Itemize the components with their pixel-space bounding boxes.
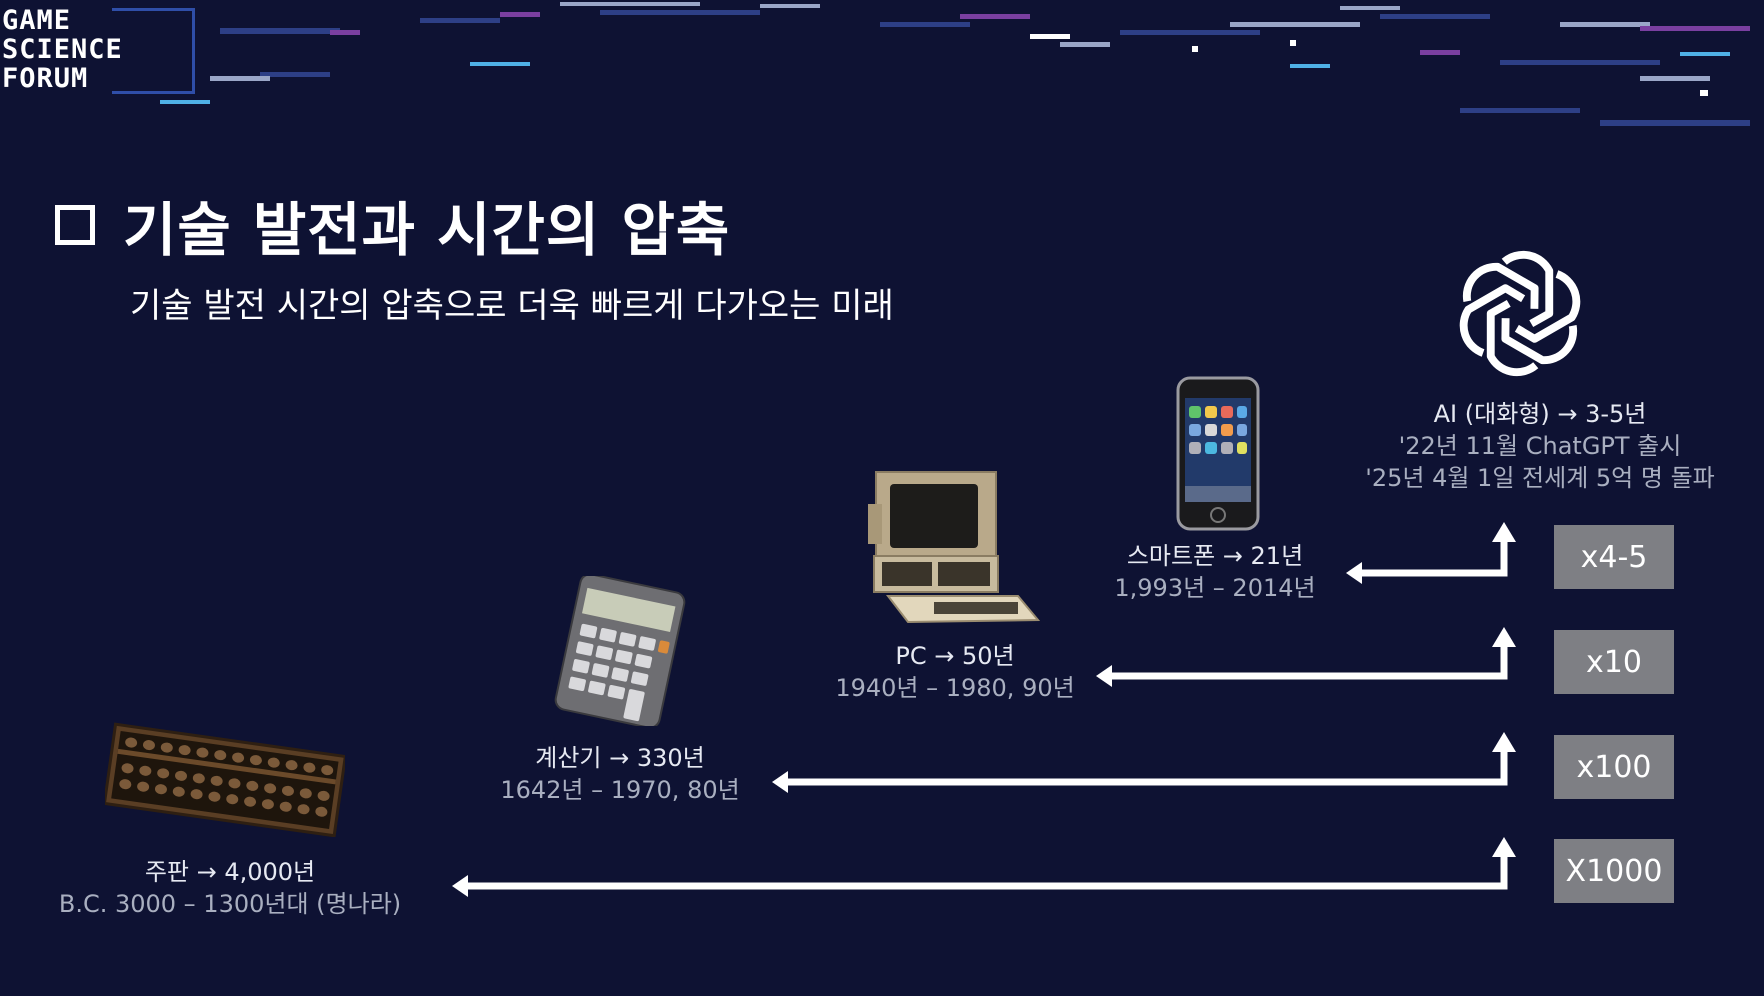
smartphone-label: 스마트폰 → 21년 1,993년 – 2014년	[1090, 540, 1340, 604]
arrowhead-left-1	[1346, 562, 1362, 584]
arrow-smartphone	[1358, 530, 1508, 577]
arrowhead-left-3	[772, 771, 788, 793]
calculator-period: 1642년 – 1970, 80년	[500, 776, 740, 804]
square-bullet-icon	[55, 205, 95, 245]
pc-title: PC → 50년	[895, 642, 1015, 670]
arrow-calculator	[780, 740, 1508, 786]
ai-detail-2: '25년 4월 1일 전세계 5억 명 돌파	[1365, 464, 1715, 492]
openai-logo-icon	[1459, 250, 1581, 377]
arrowhead-up-3	[1492, 732, 1516, 752]
smartphone-period: 1,993년 – 2014년	[1114, 574, 1316, 602]
arrowhead-up-1	[1492, 522, 1516, 542]
multiplier-box-x10: x10	[1554, 630, 1674, 694]
multiplier-box-x100: x100	[1554, 735, 1674, 799]
calculator-image	[554, 576, 686, 726]
game-science-forum-logo: GAME SCIENCE FORUM	[0, 2, 200, 94]
abacus-image	[105, 722, 345, 837]
logo-bracket-icon	[112, 8, 195, 94]
abacus-period: B.C. 3000 – 1300년대 (명나라)	[58, 890, 402, 918]
ai-title: AI (대화형) → 3-5년	[1433, 400, 1647, 428]
arrowhead-left-2	[1096, 665, 1112, 687]
arrow-abacus	[460, 845, 1508, 890]
calculator-title: 계산기 → 330년	[535, 744, 705, 772]
slide-subtitle: 기술 발전 시간의 압축으로 더욱 빠르게 다가오는 미래	[130, 286, 894, 326]
ai-detail-1: '22년 11월 ChatGPT 출시	[1398, 432, 1682, 460]
logo-text: GAME SCIENCE FORUM	[2, 5, 123, 94]
ai-label: AI (대화형) → 3-5년 '22년 11월 ChatGPT 출시 '25년…	[1330, 398, 1750, 494]
header-pixel-decoration	[160, 2, 1750, 126]
apple-ii-pc-image	[868, 471, 1041, 624]
smartphone-title: 스마트폰 → 21년	[1126, 542, 1304, 570]
arrowhead-up-2	[1492, 627, 1516, 647]
title-row: 기술 발전과 시간의 압축	[55, 190, 730, 264]
arrow-pc	[1104, 635, 1508, 680]
calculator-label: 계산기 → 330년 1642년 – 1970, 80년	[480, 742, 760, 806]
abacus-title: 주판 → 4,000년	[144, 858, 316, 886]
slide-title: 기술 발전과 시간의 압축	[123, 196, 731, 264]
pc-label: PC → 50년 1940년 – 1980, 90년	[810, 640, 1100, 704]
multiplier-box-x4-5: x4-5	[1554, 525, 1674, 589]
multiplier-box-x1000: X1000	[1554, 839, 1674, 903]
arrowhead-left-4	[452, 875, 468, 897]
abacus-label: 주판 → 4,000년 B.C. 3000 – 1300년대 (명나라)	[30, 856, 430, 920]
iphone-image	[1176, 376, 1260, 531]
arrowhead-up-4	[1492, 837, 1516, 857]
pc-period: 1940년 – 1980, 90년	[835, 674, 1075, 702]
